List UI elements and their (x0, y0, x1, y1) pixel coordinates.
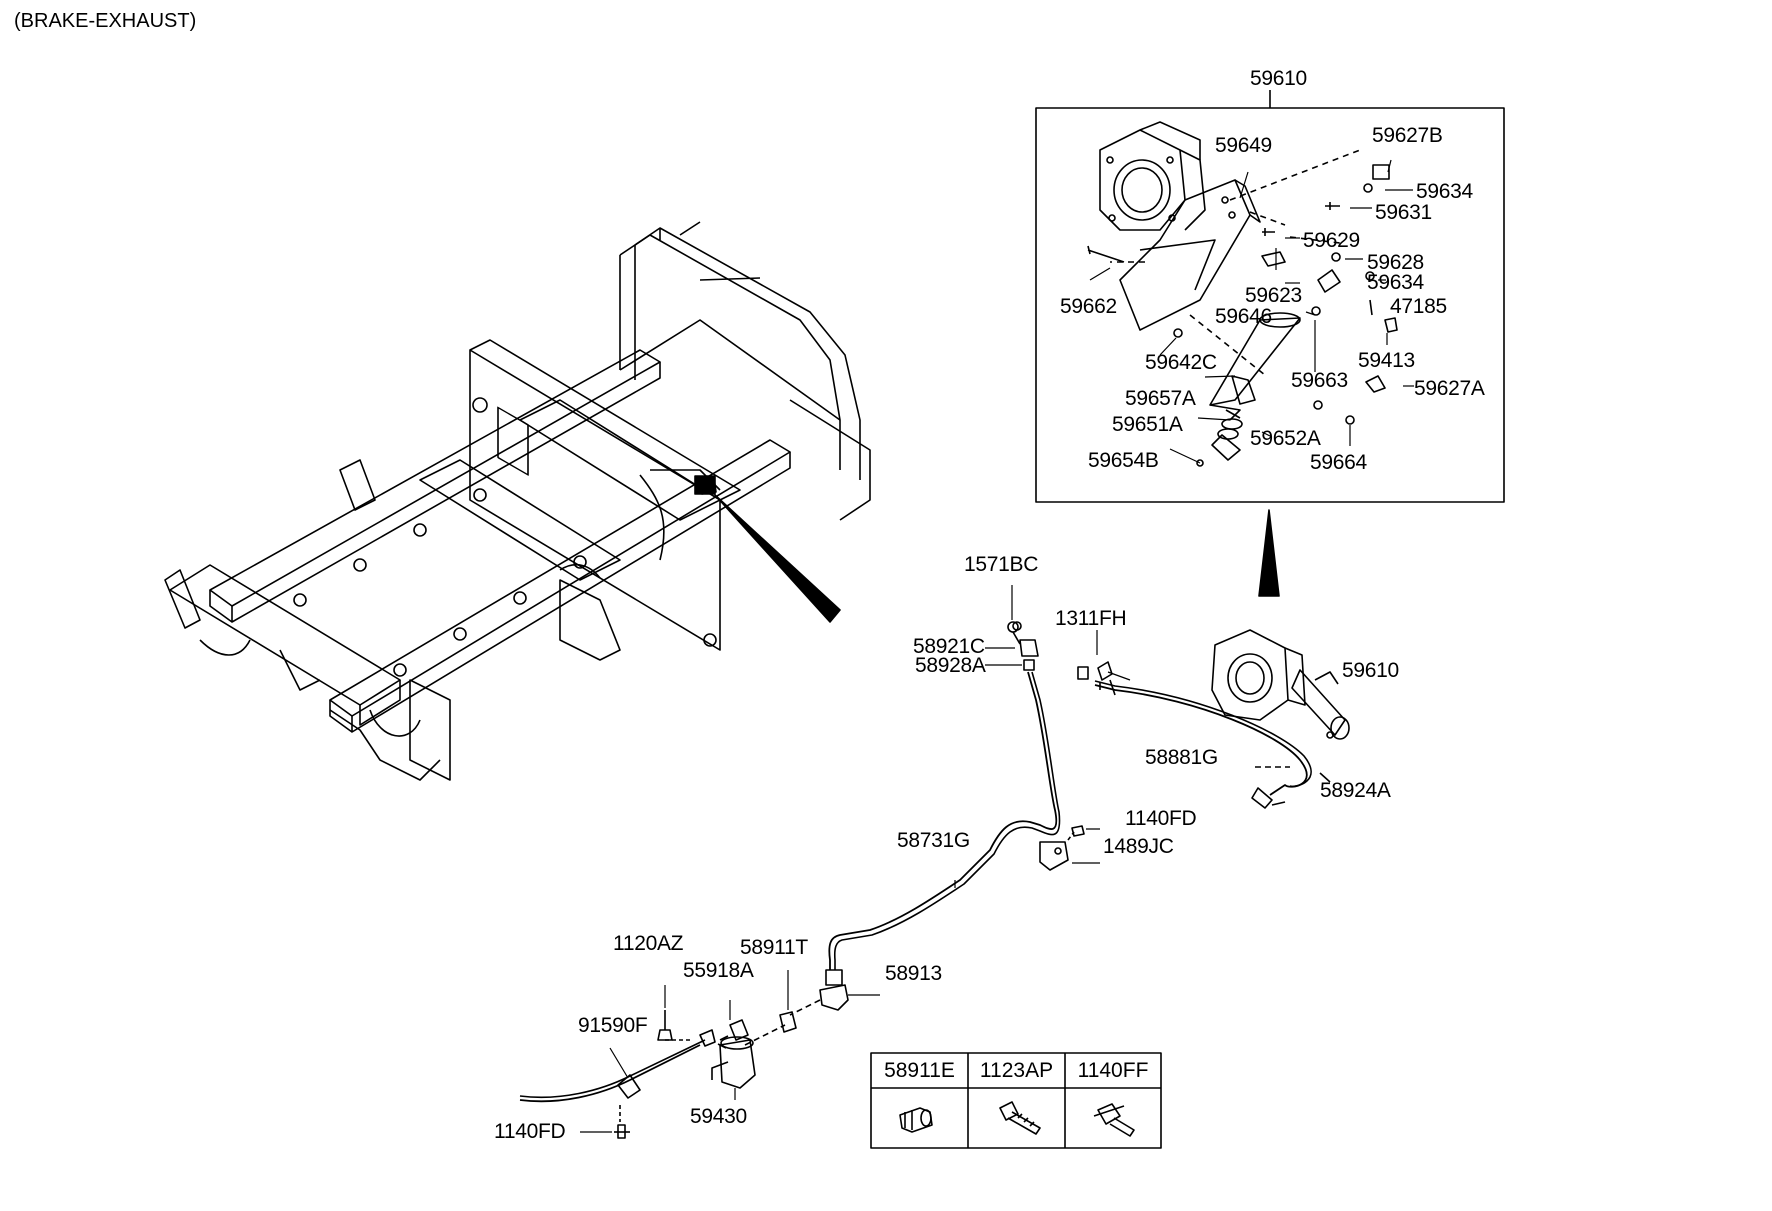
label-58924a: 58924A (1320, 779, 1391, 802)
label-91590f: 91590F (578, 1014, 648, 1037)
label-59634-a: 59634 (1416, 180, 1473, 203)
label-1120az: 1120AZ (613, 932, 684, 955)
label-1140fd-mid: 1140FD (1125, 807, 1197, 830)
label-59627a: 59627A (1414, 377, 1485, 400)
label-1571bc: 1571BC (964, 553, 1039, 576)
label-59649: 59649 (1215, 134, 1272, 157)
label-59430: 59430 (690, 1105, 747, 1128)
label-1140fd-bot: 1140FD (494, 1120, 566, 1143)
label-58921c: 58921C (913, 635, 985, 658)
exhaust-brake-housing (1099, 121, 1206, 231)
label-59634-b: 59634 (1367, 271, 1424, 294)
label-59631: 59631 (1375, 201, 1432, 224)
table-header-1123ap: 1123AP (979, 1059, 1054, 1082)
label-59657a: 59657A (1125, 387, 1196, 410)
diagram-title: (BRAKE-EXHAUST) (14, 10, 197, 32)
label-1489jc: 1489JC (1103, 835, 1174, 858)
label-59642c: 59642C (1145, 351, 1217, 374)
label-59629: 59629 (1303, 229, 1360, 252)
label-58881g: 58881G (1145, 746, 1218, 769)
parts-table (870, 1052, 1162, 1149)
label-59610-mid: 59610 (1342, 659, 1399, 682)
exhaust-brake-assembly-mid (1211, 629, 1350, 740)
label-59654b: 59654B (1088, 449, 1159, 472)
label-59663: 59663 (1291, 369, 1348, 392)
label-59623: 59623 (1245, 284, 1302, 307)
label-55918a: 55918A (683, 959, 754, 982)
bracket-59649 (1119, 179, 1261, 331)
chassis-frame (164, 221, 871, 781)
label-59413: 59413 (1358, 349, 1415, 372)
label-59652a: 59652A (1250, 427, 1321, 450)
label-47185: 47185 (1390, 295, 1447, 318)
label-1311fh: 1311FH (1055, 607, 1127, 630)
label-59651a: 59651A (1112, 413, 1183, 436)
label-59664: 59664 (1310, 451, 1367, 474)
small-parts-top (1087, 164, 1398, 467)
label-59628: 59628 (1367, 251, 1424, 274)
table-header-1140ff: 1140FF (1077, 1059, 1149, 1082)
label-59662: 59662 (1060, 295, 1117, 318)
label-58913: 58913 (885, 962, 942, 985)
table-header-58911e: 58911E (884, 1059, 955, 1082)
label-58731g: 58731G (897, 829, 970, 852)
label-59646: 59646 (1215, 305, 1272, 328)
label-58911t: 58911T (740, 936, 808, 959)
label-59627b: 59627B (1372, 124, 1443, 147)
label-59610-top: 59610 (1250, 67, 1307, 90)
label-58928a: 58928A (915, 654, 986, 677)
